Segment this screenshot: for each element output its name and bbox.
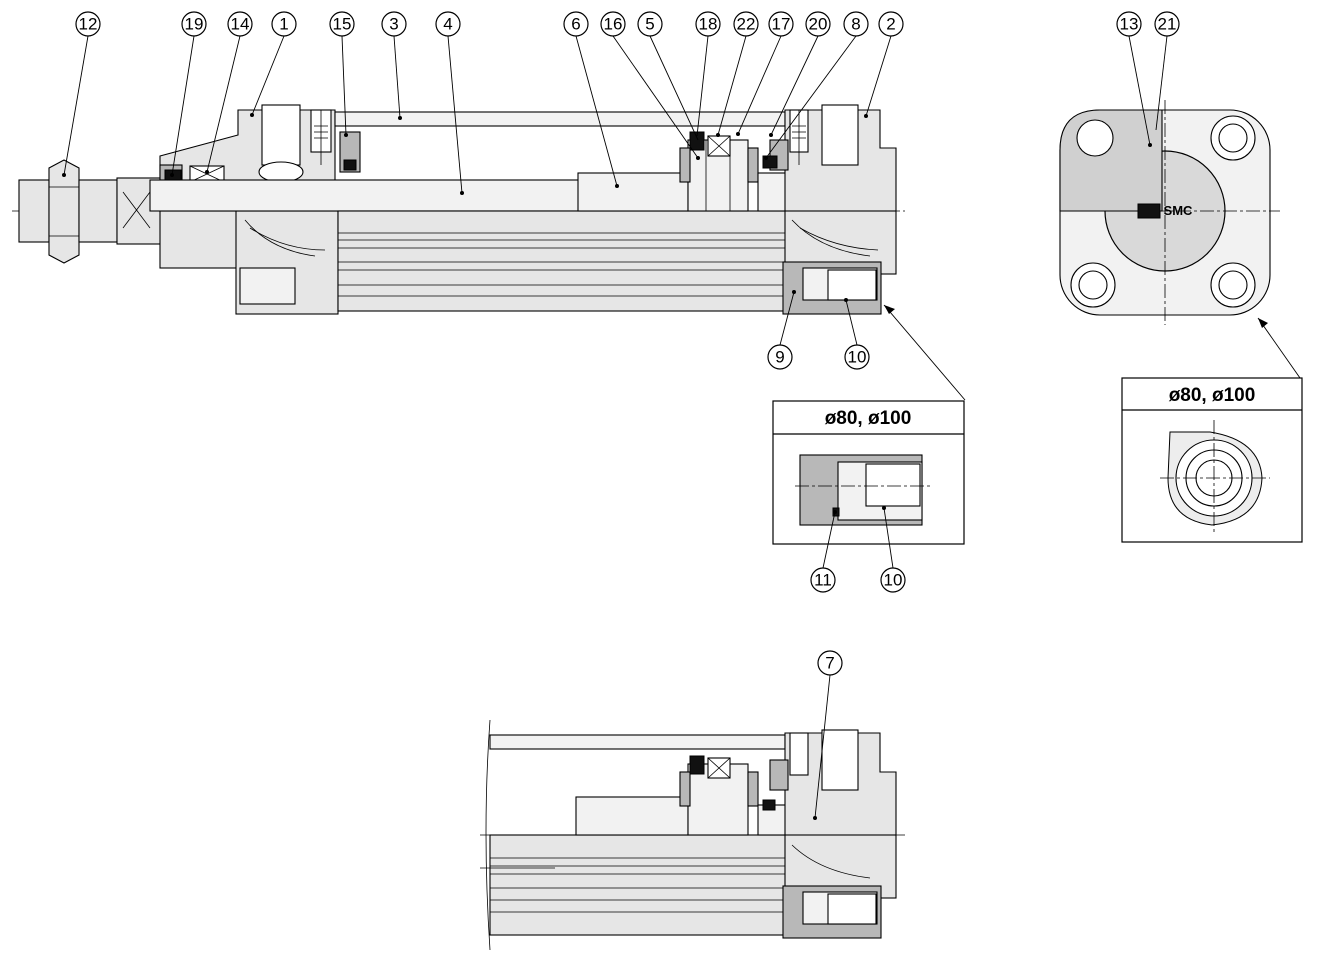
- svg-text:12: 12: [79, 15, 98, 34]
- callout-4: 4: [435, 11, 461, 37]
- callout-5: 5: [637, 11, 663, 37]
- callout-13: 13: [1116, 11, 1142, 37]
- callout-6: 6: [563, 11, 589, 37]
- piston-rod: [149, 179, 581, 212]
- svg-text:5: 5: [645, 15, 654, 34]
- rod-end-nut: [18, 159, 163, 264]
- svg-text:22: 22: [737, 15, 756, 34]
- svg-text:3: 3: [389, 15, 398, 34]
- callout-8: 8: [843, 11, 869, 37]
- leader-lines: [63, 35, 1168, 819]
- svg-text:16: 16: [604, 15, 623, 34]
- svg-text:20: 20: [809, 15, 828, 34]
- end-view: SMC: [1059, 100, 1280, 325]
- cylinder-tube: [337, 210, 789, 312]
- svg-text:17: 17: [772, 15, 791, 34]
- svg-text:10: 10: [848, 348, 867, 367]
- end-view-leader: [1257, 317, 1301, 379]
- svg-text:10: 10: [884, 571, 903, 590]
- cushion-valve-rod-side: [310, 109, 332, 165]
- svg-text:15: 15: [333, 15, 352, 34]
- callout-3: 3: [381, 11, 407, 37]
- callout-11: 11: [810, 567, 836, 593]
- head-cover: [762, 104, 897, 315]
- end-view-logo: SMC: [1164, 203, 1194, 218]
- callout-15: 15: [329, 11, 355, 37]
- callout-18: 18: [695, 11, 721, 37]
- callout-14: 14: [227, 11, 253, 37]
- callout-1: 1: [271, 11, 297, 37]
- callout-21: 21: [1154, 11, 1180, 37]
- svg-text:13: 13: [1120, 15, 1139, 34]
- callout-17: 17: [768, 11, 794, 37]
- callout-12: 12: [75, 11, 101, 37]
- svg-text:8: 8: [851, 15, 860, 34]
- port-detail-box: ø80, ø100: [772, 400, 965, 545]
- detail-leader-line: [883, 304, 966, 401]
- callout-22: 22: [733, 11, 759, 37]
- callout-9: 9: [767, 344, 793, 370]
- partial-section-view: [480, 719, 905, 951]
- callout-7: 7: [817, 650, 843, 676]
- svg-text:14: 14: [231, 15, 250, 34]
- callout-16: 16: [600, 11, 626, 37]
- svg-text:4: 4: [443, 15, 452, 34]
- svg-text:9: 9: [775, 348, 784, 367]
- svg-text:6: 6: [571, 15, 580, 34]
- svg-text:7: 7: [825, 654, 834, 673]
- cushion-ring: [577, 172, 689, 212]
- svg-text:2: 2: [886, 15, 895, 34]
- main-section-view: [12, 104, 905, 315]
- callout-10-detail: 10: [880, 567, 906, 593]
- port-detail-title: ø80, ø100: [825, 408, 912, 429]
- leader-dots: [62, 113, 1152, 820]
- callout-10: 10: [844, 344, 870, 370]
- svg-text:21: 21: [1158, 15, 1177, 34]
- svg-text:19: 19: [185, 15, 204, 34]
- svg-text:11: 11: [814, 571, 832, 590]
- svg-text:18: 18: [699, 15, 718, 34]
- end-view-detail-box: ø80, ø100: [1121, 377, 1303, 543]
- end-view-detail-title: ø80, ø100: [1169, 385, 1256, 406]
- callout-19: 19: [181, 11, 207, 37]
- tie-rod: [334, 111, 786, 127]
- callout-20: 20: [805, 11, 831, 37]
- callout-2: 2: [878, 11, 904, 37]
- svg-text:1: 1: [279, 15, 288, 34]
